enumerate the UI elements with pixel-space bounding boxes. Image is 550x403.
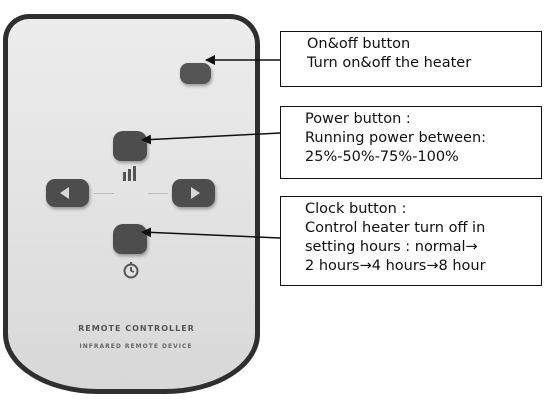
brand-label: REMOTE CONTROLLER: [78, 324, 195, 333]
divider: [94, 193, 114, 194]
clock-pointer: [141, 227, 281, 239]
left-button[interactable]: [46, 179, 89, 207]
clock-callout: Clock button : Control heater turn off i…: [280, 196, 542, 286]
clock-icon: [123, 262, 139, 279]
clock-line2: setting hours : normal→: [305, 239, 478, 255]
clock-line1: Control heater turn off in: [305, 220, 486, 236]
divider: [148, 193, 168, 194]
clock-title: Clock button :: [305, 201, 407, 217]
clock-line3: 2 hours→4 hours→8 hour: [305, 258, 486, 274]
power-title: Power button :: [305, 111, 411, 127]
remote-controller: REMOTE CONTROLLER INFRARED REMOTE DEVICE: [3, 14, 260, 394]
right-button[interactable]: [172, 179, 215, 207]
brand-sublabel: INFRARED REMOTE DEVICE: [79, 343, 193, 350]
onoff-callout: On&off button Turn on&off the heater: [280, 31, 542, 87]
power-bars-icon: [123, 166, 136, 181]
left-arrow-icon: [60, 187, 69, 199]
power-callout: Power button : Running power between: 25…: [280, 106, 542, 179]
onoff-desc: Turn on&off the heater: [307, 55, 472, 71]
on-off-button[interactable]: [180, 63, 211, 84]
right-arrow-icon: [191, 187, 200, 199]
power-line1: Running power between:: [305, 130, 487, 146]
power-pointer: [141, 132, 281, 145]
power-line2: 25%-50%-75%-100%: [305, 149, 459, 165]
onoff-title: On&off button: [307, 36, 411, 52]
